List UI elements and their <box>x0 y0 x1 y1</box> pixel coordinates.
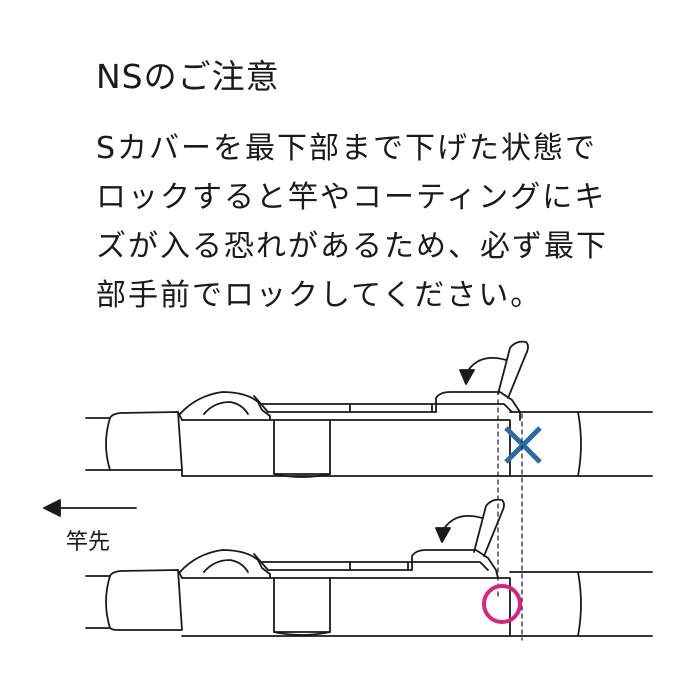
caution-line-3: ズが入る恐れがあるため、必ず最下 <box>96 229 608 264</box>
caution-text: Sカバーを最下部まで下げた状態で ロックすると竿やコーティングにキ ズが入る恐れ… <box>96 124 656 320</box>
rod-correct-position <box>85 498 653 637</box>
caution-line-4: 部手前でロックしてください。 <box>96 278 543 313</box>
rod-tip-direction-label: 竿先 <box>66 530 111 555</box>
caution-line-1: Sカバーを最下部まで下げた状態で <box>96 131 598 166</box>
x-mark-icon <box>504 426 542 464</box>
circle-mark-icon <box>482 584 522 624</box>
page-title: NSのご注意 <box>96 57 280 96</box>
caution-line-2: ロックすると竿やコーティングにキ <box>96 180 607 215</box>
rod-wrong-position <box>85 340 653 478</box>
arrow-left-icon <box>43 499 137 517</box>
